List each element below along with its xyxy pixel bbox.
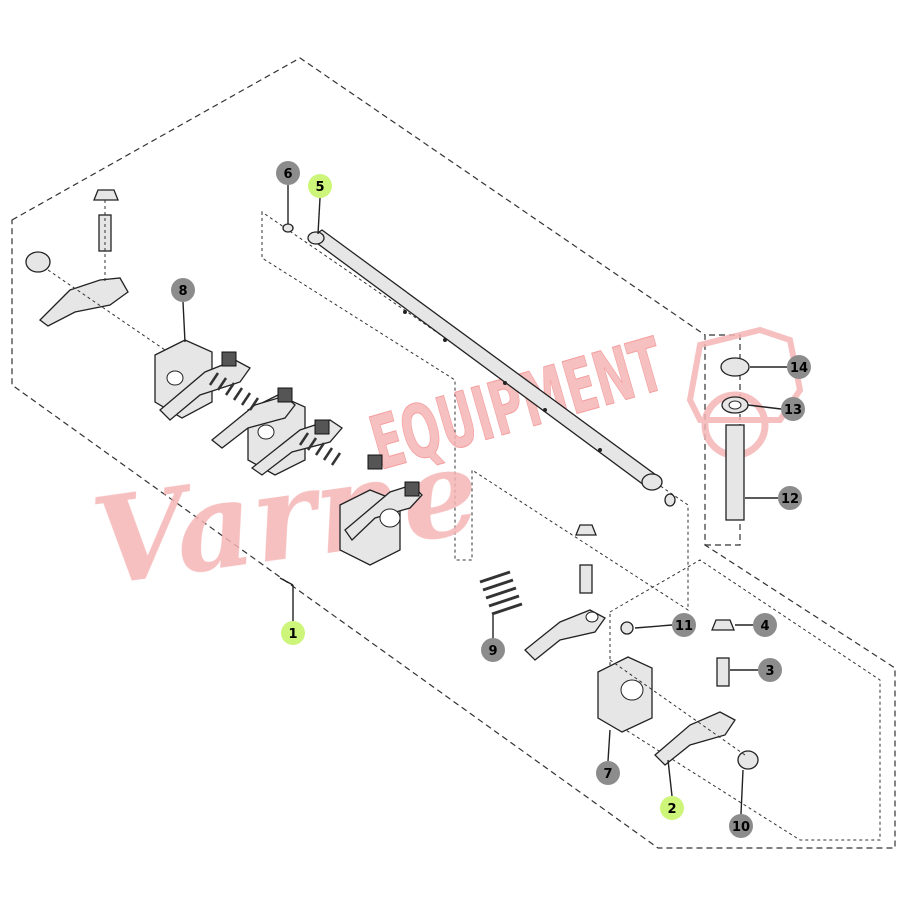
callout-label: 2 [667,802,676,817]
shaft-outline [261,211,689,611]
callout-10[interactable]: 10 [729,814,753,838]
callout-12[interactable]: 12 [778,486,802,510]
rocker-assembly [154,339,423,566]
callout-label: 10 [732,820,750,835]
callout-label: 12 [781,492,799,507]
callout-14[interactable]: 14 [787,355,811,379]
callout-2[interactable]: 2 [660,796,684,820]
callout-label: 11 [675,619,693,634]
callout-label: 6 [283,167,292,182]
callout-5[interactable]: 5 [308,174,332,198]
rocker-shaft [282,223,676,507]
stud-parts [720,357,750,521]
callout-label: 4 [760,619,769,634]
callout-9[interactable]: 9 [481,638,505,662]
assembly-outline [11,57,896,849]
callout-13[interactable]: 13 [781,397,805,421]
callout-label: 9 [488,644,497,659]
leader-lines [182,185,787,815]
callout-label: 1 [288,627,297,642]
callout-6[interactable]: 6 [276,161,300,185]
callout-8[interactable]: 8 [171,278,195,302]
callout-label: 13 [784,403,802,418]
callout-3[interactable]: 3 [758,658,782,682]
callout-7[interactable]: 7 [596,761,620,785]
left-end-parts [25,189,166,351]
end-assembly-outline [609,559,881,841]
callout-4[interactable]: 4 [753,613,777,637]
callout-label: 3 [765,664,774,679]
callout-1[interactable]: 1 [281,621,305,645]
right-end-parts [479,524,759,770]
callout-label: 14 [790,361,808,376]
callout-label: 7 [603,767,612,782]
callout-label: 5 [315,180,324,195]
callout-label: 8 [178,284,187,299]
callout-11[interactable]: 11 [672,613,696,637]
